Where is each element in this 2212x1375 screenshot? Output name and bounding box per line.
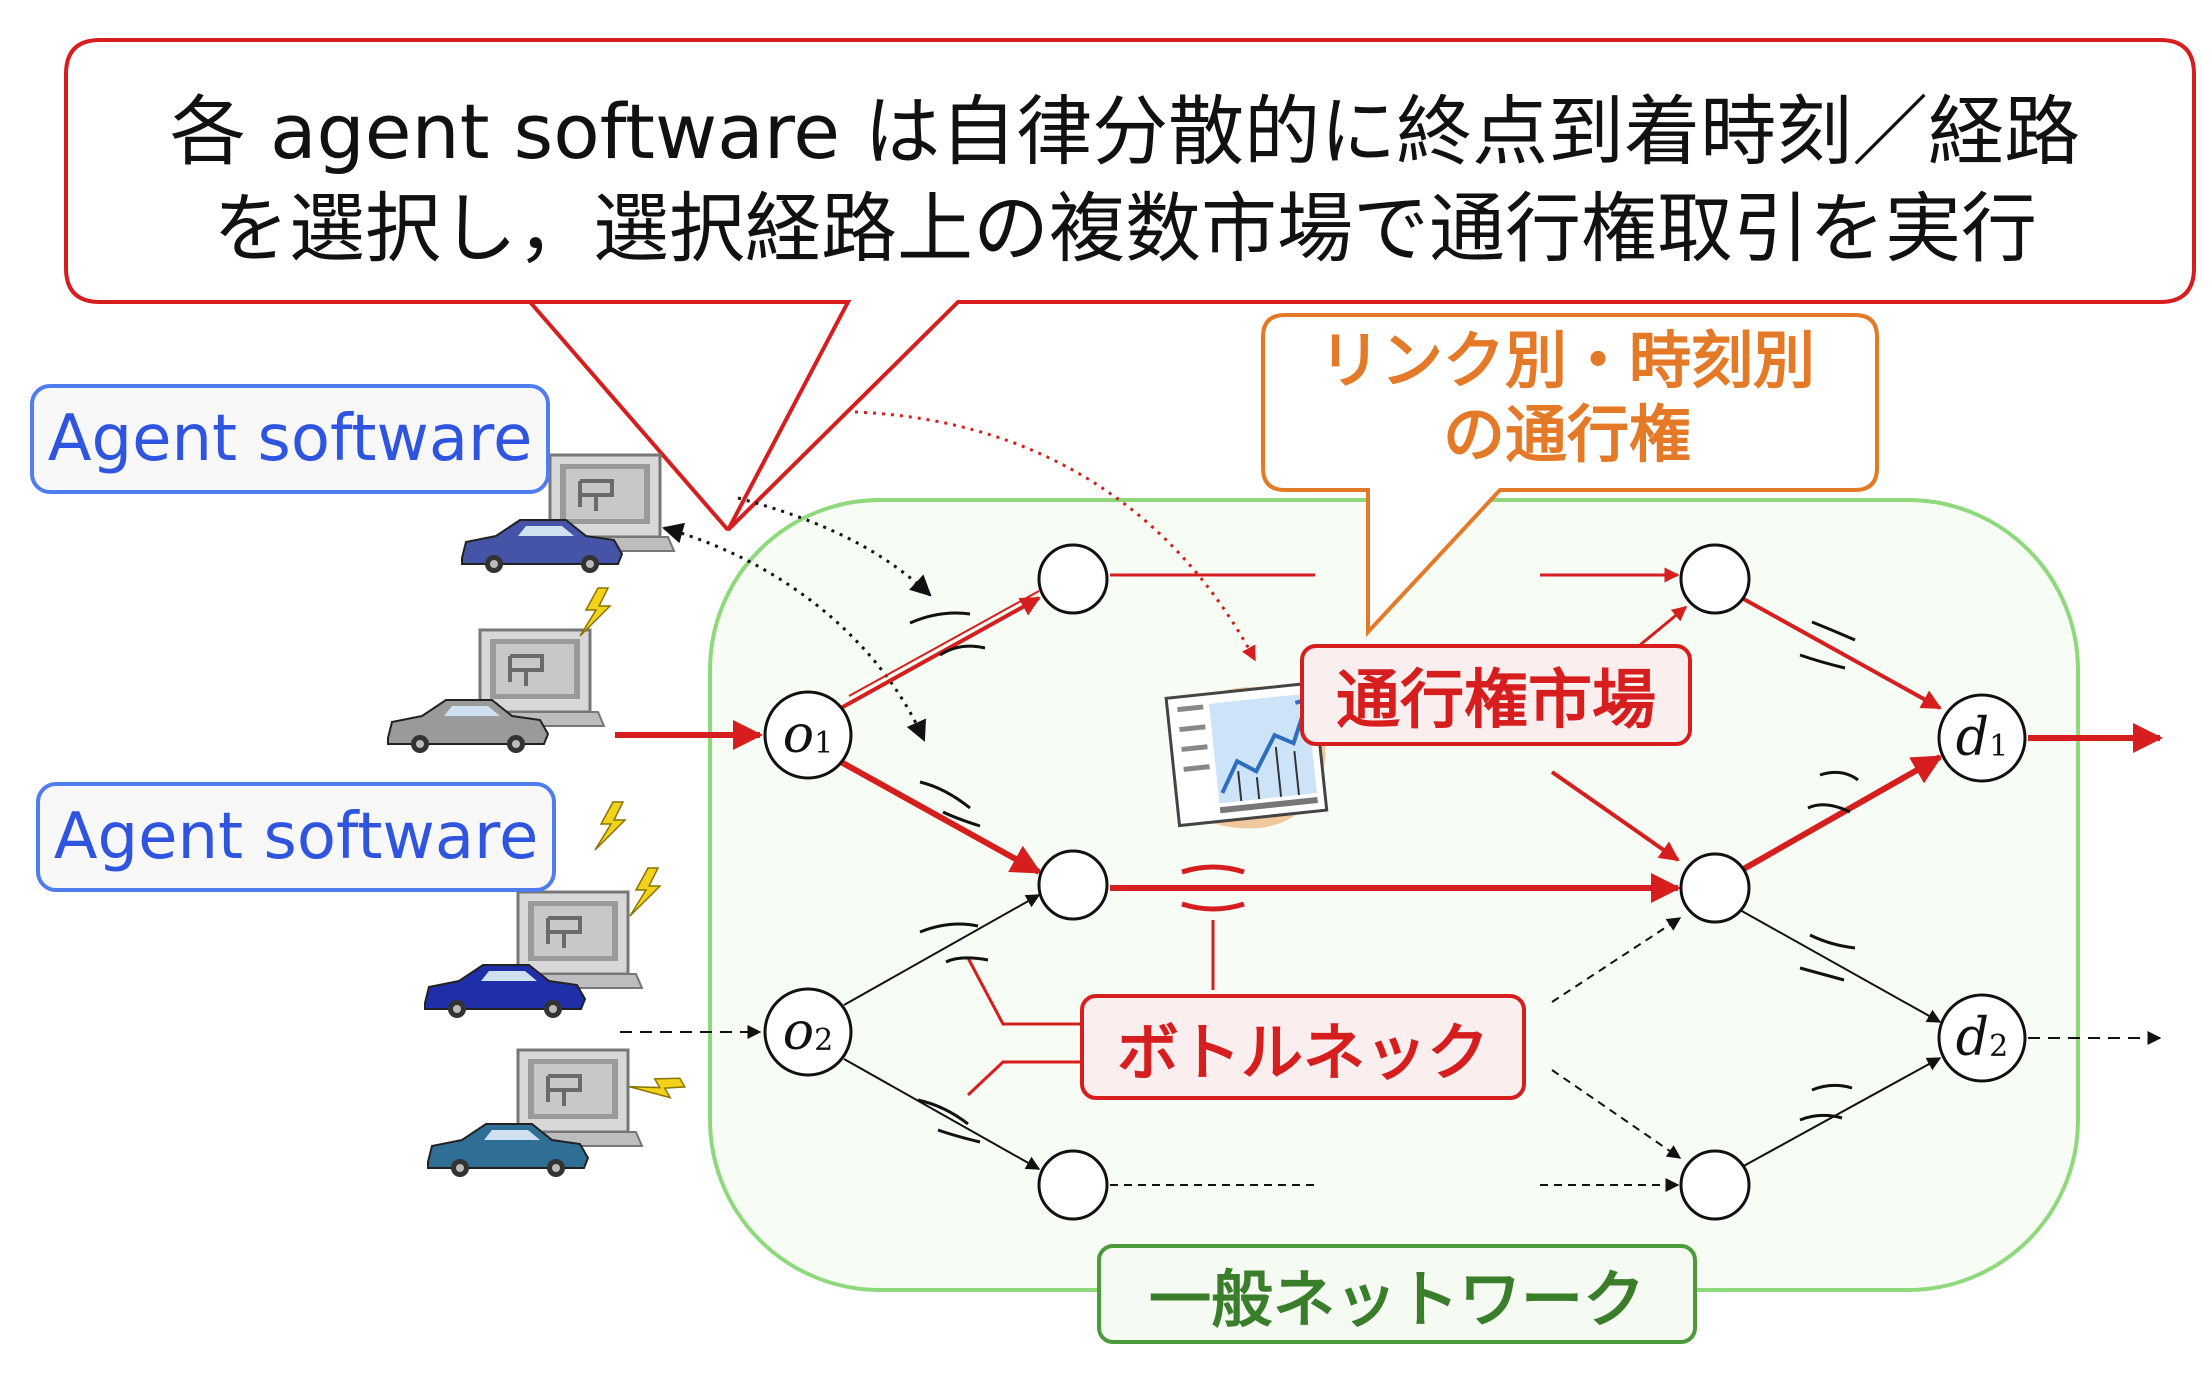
- chart-icon: [1164, 681, 1329, 829]
- link-o2-mid: [843, 894, 1041, 1006]
- agent1-comm-arc-2: [661, 522, 926, 742]
- network-nodes: [763, 543, 2027, 1221]
- link-to-d1-top: [1739, 595, 1942, 710]
- market-label: 通行権市場: [1300, 644, 1692, 746]
- link-o1-top-double: [848, 590, 1040, 697]
- network-boundary: [708, 498, 2080, 1292]
- node-mid-left: [1037, 849, 1109, 921]
- lightning-icon: [628, 1061, 687, 1114]
- node-o1-sub: 1: [814, 725, 834, 761]
- node-d2: [1937, 993, 2027, 1083]
- node-o1: [763, 690, 853, 780]
- link-to-d2-mid: [1739, 909, 1942, 1023]
- node-mid-right: [1679, 852, 1751, 924]
- link-o2-bottom: [843, 1058, 1041, 1170]
- lightning-icon: [579, 587, 611, 637]
- node-d2-letter: d: [1955, 1008, 1990, 1068]
- agent-software-label-1: Agent software: [30, 384, 550, 494]
- node-bottom-right: [1679, 1149, 1751, 1221]
- callout-top-line-1: 各 agent software は自律分散的に終点到着時刻／経路: [169, 86, 2081, 176]
- node-d1: [1937, 693, 2027, 783]
- node-o2-letter: o: [782, 1002, 815, 1062]
- link-bottom-diag: [1551, 1069, 1682, 1159]
- callout-top-bubble: [64, 38, 2196, 532]
- link-o1-mid: [839, 759, 1042, 875]
- callout-top-text: 各 agent software は自律分散的に終点到着時刻／経路 を選択し，選…: [95, 70, 2155, 290]
- market-to-mid-right: [1550, 770, 1680, 862]
- agent-software-label-2: Agent software: [36, 782, 556, 892]
- bottleneck-leaders: [966, 957, 1080, 1097]
- link-mid-diag: [1551, 917, 1682, 1003]
- node-top-right: [1679, 543, 1751, 615]
- bridge-markers: [909, 611, 1859, 1144]
- node-o2-sub: 2: [814, 1022, 834, 1058]
- link-o1-top: [840, 596, 1041, 710]
- callout-top-line-2: を選択し，選択経路上の複数市場で通行権取引を実行: [213, 184, 2037, 273]
- link-to-d2-bottom: [1739, 1057, 1942, 1169]
- node-d2-sub: 2: [1989, 1028, 2009, 1064]
- node-bottom-left: [1037, 1149, 1109, 1221]
- node-o2: [763, 987, 853, 1077]
- lightning-icon: [629, 867, 661, 917]
- bottleneck-label: ボトルネック: [1080, 994, 1526, 1100]
- node-o1-letter: o: [782, 705, 815, 765]
- network-label: 一般ネットワーク: [1097, 1244, 1697, 1344]
- rights-callout-line-1: リンク別・時刻別: [1318, 323, 1815, 397]
- callout-top-pointer-edge: [528, 300, 730, 532]
- rights-callout-line-2: の通行権: [1442, 398, 1691, 471]
- node-top-left: [1037, 543, 1109, 615]
- lightning-icon: [594, 801, 626, 851]
- node-d1-letter: d: [1955, 708, 1990, 768]
- link-to-d1-mid: [1738, 754, 1943, 874]
- market-to-top-right: [1639, 605, 1688, 647]
- rights-callout-text: リンク別・時刻別 の通行権: [1262, 318, 1872, 478]
- node-d1-sub: 1: [1989, 728, 2009, 764]
- rights-callout-bubble: [1261, 313, 1879, 638]
- bottleneck-marker: [1181, 864, 1245, 912]
- network-links: [839, 567, 2163, 1192]
